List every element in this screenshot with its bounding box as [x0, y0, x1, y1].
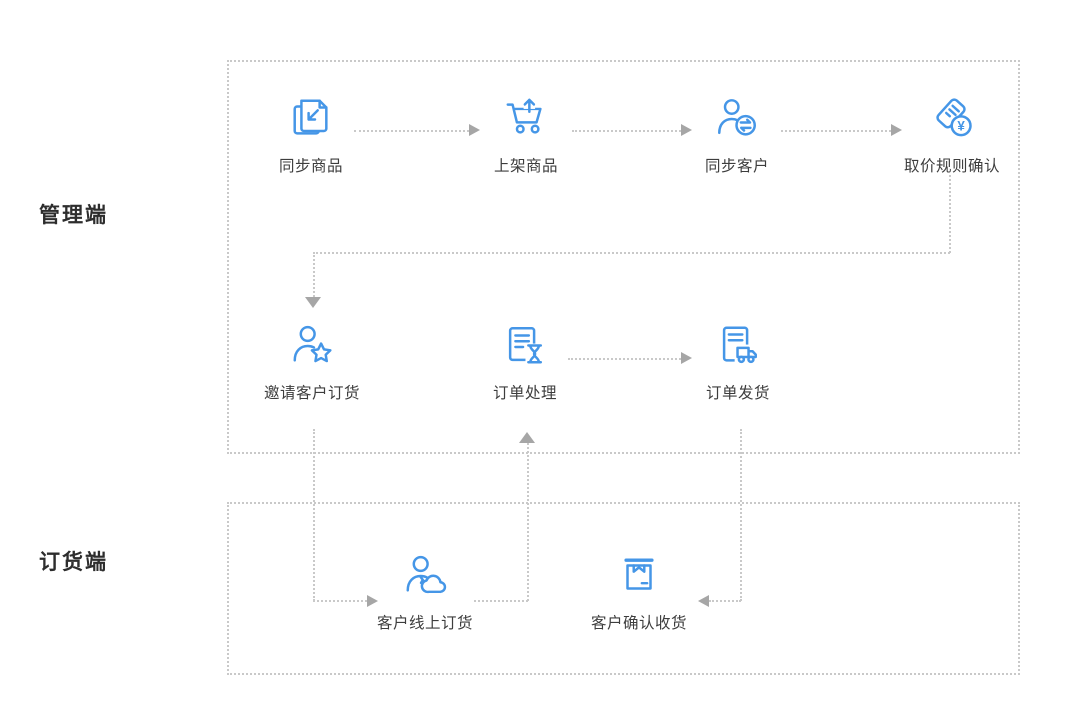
- node-label: 同步商品: [278, 158, 343, 175]
- arrowhead-down-icon: [305, 297, 321, 308]
- arrowhead-right-icon: [367, 595, 378, 607]
- connector-invite-to-custorder: [313, 600, 367, 602]
- node-price-rule-confirm: ¥ 取价规则确认: [882, 96, 1022, 176]
- connector-custorder-across: [474, 600, 528, 602]
- cart-upload-icon: [503, 96, 549, 142]
- documents-sync-icon: [288, 96, 334, 142]
- node-list-products: 上架商品: [456, 96, 596, 176]
- management-lane-box: [227, 60, 1020, 454]
- node-label: 邀请客户订货: [263, 385, 360, 402]
- connector-price-down: [949, 175, 951, 253]
- connector-synccust-to-price: [781, 130, 891, 132]
- node-label: 上架商品: [493, 158, 558, 175]
- node-invite-customers: 邀请客户订货: [242, 323, 382, 403]
- lane-label-ordering: 订货端: [39, 551, 108, 574]
- node-label: 客户确认收货: [590, 615, 687, 632]
- node-label: 订单处理: [492, 385, 557, 402]
- arrowhead-left-icon: [698, 595, 709, 607]
- arrowhead-up-icon: [519, 432, 535, 443]
- node-sync-products: 同步商品: [241, 96, 381, 176]
- node-order-shipping: 订单发货: [668, 323, 808, 403]
- node-order-processing: 订单处理: [455, 323, 595, 403]
- document-truck-icon: [715, 323, 761, 369]
- node-label: 同步客户: [704, 158, 769, 175]
- node-customer-online-order: 客户线上订货: [355, 553, 495, 633]
- connector-custorder-up: [527, 443, 529, 601]
- connector-invite-down: [313, 429, 315, 601]
- connector-process-to-ship: [568, 358, 681, 360]
- receipt-yuan-icon: ¥: [929, 96, 975, 142]
- package-icon: [616, 553, 662, 599]
- node-label: 取价规则确认: [903, 158, 1000, 175]
- arrowhead-right-icon: [469, 124, 480, 136]
- user-star-icon: [289, 323, 335, 369]
- node-label: 订单发货: [705, 385, 770, 402]
- user-sync-icon: [714, 96, 760, 142]
- user-cloud-icon: [402, 553, 448, 599]
- connector-sync-to-list: [354, 130, 469, 132]
- lane-label-management: 管理端: [39, 204, 108, 227]
- arrowhead-right-icon: [891, 124, 902, 136]
- connector-ship-down: [740, 429, 742, 601]
- connector-price-across: [313, 252, 950, 254]
- arrowhead-right-icon: [681, 352, 692, 364]
- connector-list-to-synccust: [572, 130, 681, 132]
- document-hourglass-icon: [502, 323, 548, 369]
- svg-text:¥: ¥: [957, 119, 965, 134]
- connector-ship-to-receipt: [709, 600, 741, 602]
- node-sync-customers: 同步客户: [667, 96, 807, 176]
- arrowhead-right-icon: [681, 124, 692, 136]
- node-label: 客户线上订货: [376, 615, 473, 632]
- connector-price-to-invite: [313, 252, 315, 297]
- ordering-lane-box: [227, 502, 1020, 675]
- node-customer-confirm-receipt: 客户确认收货: [569, 553, 709, 633]
